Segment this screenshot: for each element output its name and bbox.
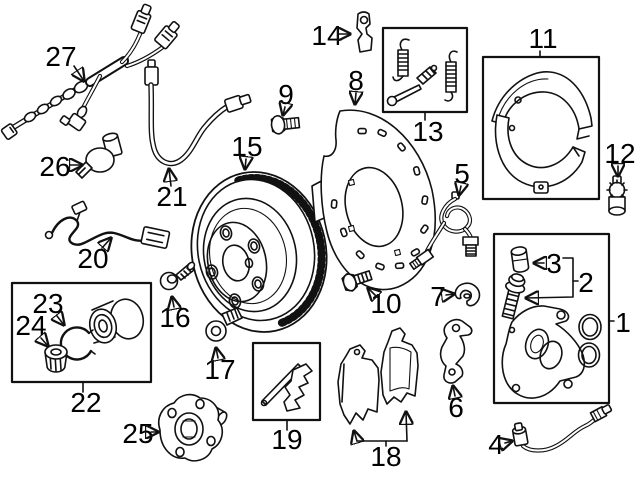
callout-13: 13 [412,111,444,147]
callout-18-arrow-right [406,412,407,442]
callout-26-label: 26 [39,151,70,182]
callout-4-label: 4 [488,429,504,460]
callout-2: 2 [526,257,594,298]
callout-10: 10 [368,288,402,319]
brake-rotor [190,171,328,333]
callout-11-label: 11 [528,23,557,54]
callout-25-label: 25 [122,418,153,449]
retaining-clip [454,282,481,307]
callout-9-label: 9 [278,79,294,110]
callout-16: 16 [159,297,191,333]
callout-10-label: 10 [370,288,401,319]
caliper-brake-pipe [511,404,613,453]
callout-27-arrow [74,65,84,81]
callout-12: 12 [604,138,636,176]
caliper-cap [510,246,530,273]
parking-brake-shoe-kit [481,55,601,201]
callout-3-label: 3 [546,248,562,279]
callout-27-label: 27 [45,41,76,72]
callout-21: 21 [156,169,188,212]
callout-22-label: 22 [70,387,101,418]
callout-24: 24 [15,310,48,346]
callout-3: 3 [534,248,562,279]
callout-24-label: 24 [15,310,46,341]
callout-19: 19 [271,420,303,455]
shield-bolt [270,115,301,135]
callout-20-arrow [102,238,111,248]
callout-13-label: 13 [412,116,443,147]
axle-nut [44,344,68,373]
callout-6-arrow [453,386,455,396]
callout-8-arrow [355,93,356,104]
splash-shield [311,109,436,291]
brake-hose [144,59,252,167]
mounting-bracket [439,318,473,384]
callout-12-label: 12 [604,138,635,169]
callout-16-label: 16 [159,302,190,333]
callout-5: 5 [454,158,470,195]
callout-23: 23 [32,288,64,325]
callout-7-label: 7 [430,281,446,312]
brake-pads [337,327,419,425]
callout-8: 8 [348,65,364,104]
socket-head-bolt [159,261,196,291]
wheel-hub [158,393,228,462]
pad-hardware-kit [251,341,322,422]
caliper-bolt [341,270,373,292]
wheel-bearing-kit [10,281,153,384]
callout-17-arrow [216,348,218,358]
callout-27: 27 [45,41,84,81]
callout-5-arrow [459,186,461,195]
callout-4-arrow [505,441,512,443]
callout-17: 17 [204,348,236,385]
callout-11: 11 [528,23,558,58]
callout-8-label: 8 [348,65,364,96]
screw-plug [205,307,243,342]
callout-20-label: 20 [77,243,108,274]
callout-10-arrow [368,288,377,297]
callout-18-arrow-left [354,431,357,441]
locating-pin [356,11,373,53]
callout-20: 20 [77,238,111,274]
callout-24-arrow [41,338,48,346]
callout-9: 9 [278,79,294,115]
callout-2-arrow [526,257,574,298]
wiring-harness [0,3,180,140]
callout-5-label: 5 [454,158,470,189]
shoe-spring-kit [381,26,469,114]
callout-7: 7 [430,281,454,312]
callout-21-label: 21 [156,181,187,212]
brake-caliper-kit [492,232,611,405]
speed-sensor [75,132,123,179]
brake-pipe-looped [409,191,479,271]
callout-1-label: 1 [615,307,631,338]
callout-25: 25 [122,418,158,449]
callout-15-label: 15 [231,131,262,162]
callout-6: 6 [448,386,464,423]
caliper-guide-bolt [501,273,526,320]
callout-15-arrow [245,159,246,169]
callout-22: 22 [70,382,102,418]
shoe-adjuster [606,175,628,216]
callout-15: 15 [231,131,263,169]
callout-18: 18 [354,412,407,472]
callout-6-label: 6 [448,392,464,423]
callout-4: 4 [488,429,512,460]
wear-sensor-wire [44,200,171,249]
callout-16-arrow [172,297,174,307]
callout-14-label: 14 [311,20,342,51]
caliper-seal-rings [577,313,602,368]
caliper-body [501,305,586,399]
callout-9-arrow [283,107,285,115]
callout-21-arrow [169,169,171,187]
callout-23-arrow [57,316,64,325]
wheel-bearing [88,298,145,344]
callout-7-arrow [446,294,454,295]
callout-2-label: 2 [578,267,594,298]
callout-14: 14 [311,20,350,51]
callout-26: 26 [39,151,82,182]
callout-1: 1 [608,307,631,338]
callout-17-label: 17 [204,354,235,385]
